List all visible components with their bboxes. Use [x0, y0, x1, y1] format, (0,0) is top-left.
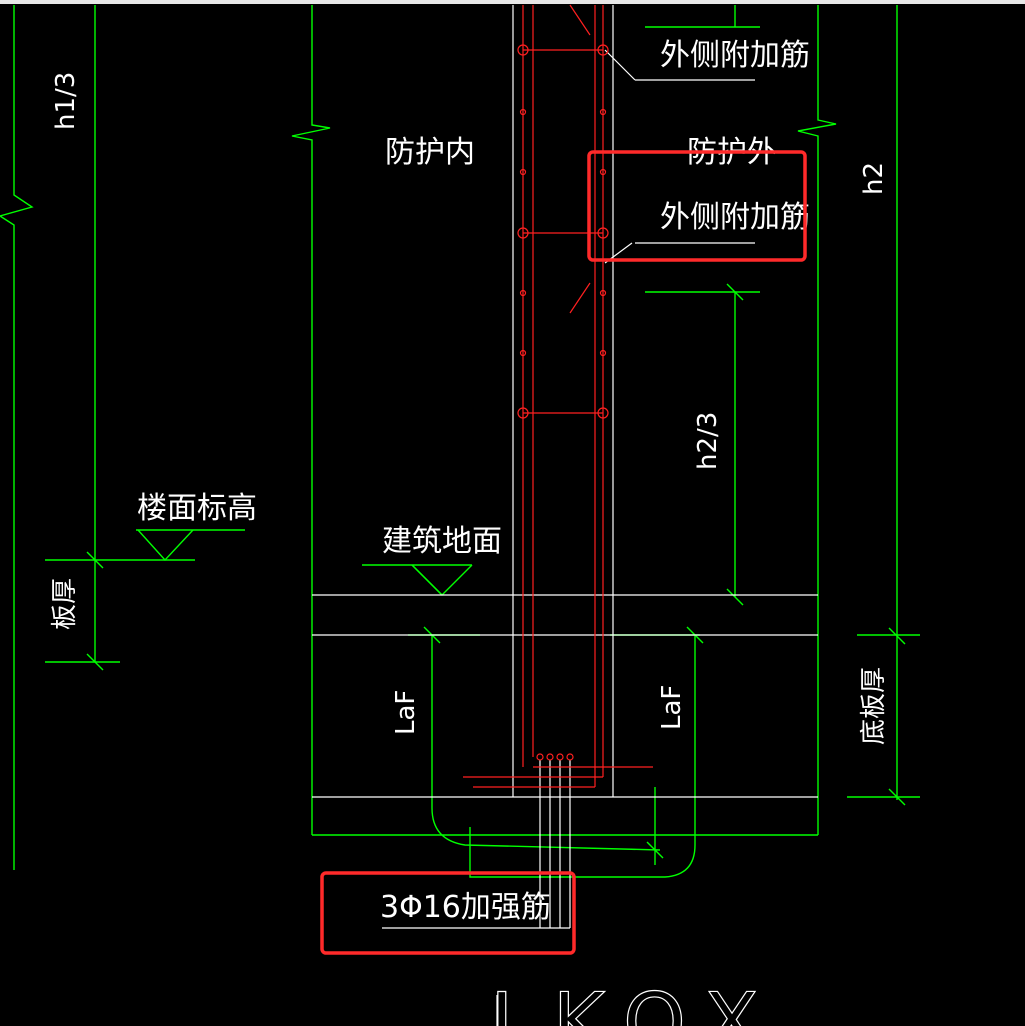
highlight-box-reinforcing-bars: [320, 871, 576, 955]
label-h2-third: h2/3: [693, 412, 723, 470]
label-floor-elevation: 楼面标高: [137, 491, 257, 526]
label-reinforcing-bars: 3Φ16加强筋: [380, 890, 551, 925]
label-bottom-partial-text: LKQX: [490, 976, 777, 1026]
label-outer-rebar-top: 外侧附加筋: [660, 38, 810, 73]
green-linework: [0, 5, 920, 878]
label-laf-right: LaF: [657, 685, 687, 730]
highlight-box-outer-rebar: [587, 150, 807, 262]
label-h1-third: h1/3: [51, 72, 81, 130]
red-rebar: [463, 4, 653, 788]
label-building-ground: 建筑地面: [382, 524, 502, 559]
top-frame-edge: [0, 0, 1025, 4]
label-protect-inside: 防护内: [385, 135, 475, 170]
label-laf-left: LaF: [391, 690, 421, 735]
label-slab-thickness: 板厚: [50, 578, 80, 630]
label-h2: h2: [859, 162, 889, 195]
label-outer-rebar-mid: 外侧附加筋: [660, 200, 810, 235]
white-linework: [312, 5, 818, 1026]
label-base-slab-thickness: 底板厚: [859, 667, 889, 745]
